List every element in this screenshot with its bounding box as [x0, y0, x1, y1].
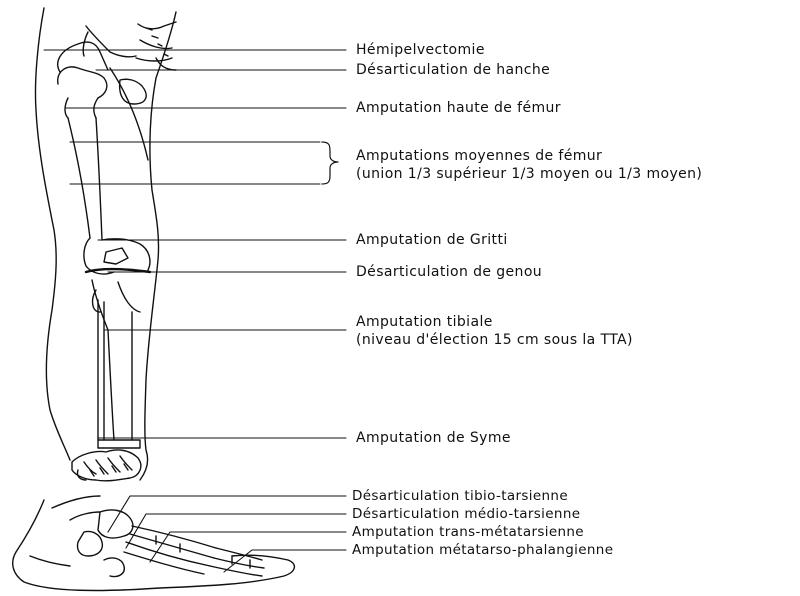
label-amputations-moyennes-note: (union 1/3 supérieur 1/3 moyen ou 1/3 mo…	[356, 166, 702, 182]
leader-lines	[44, 50, 346, 572]
pelvis-bone	[58, 22, 176, 104]
label-desarticulation-medio-tarsienne: Désarticulation médio-tarsienne	[352, 506, 580, 522]
tibia-fibula-bones	[92, 280, 140, 440]
femur-bone	[58, 67, 150, 274]
ankle-level-marker	[98, 440, 140, 448]
label-hemipelvectomie: Hémipelvectomie	[356, 42, 485, 58]
label-desarticulation-tibio-tarsienne: Désarticulation tibio-tarsienne	[352, 488, 568, 504]
label-amputation-metatarso-phalangienne: Amputation métatarso-phalangienne	[352, 542, 613, 558]
label-amputation-tibiale-note: (niveau d'élection 15 cm sous la TTA)	[356, 332, 633, 348]
lateral-foot-drawing	[13, 496, 295, 590]
leg-outline	[35, 8, 176, 480]
brace-icon	[322, 142, 338, 184]
label-amputation-trans-metatarsienne: Amputation trans-métatarsienne	[352, 524, 584, 540]
upper-foot-bones	[72, 450, 141, 481]
label-desarticulation-hanche: Désarticulation de hanche	[356, 62, 550, 78]
label-amputation-gritti: Amputation de Gritti	[356, 232, 508, 248]
label-amputation-haute-femur: Amputation haute de fémur	[356, 100, 561, 116]
label-desarticulation-genou: Désarticulation de genou	[356, 264, 542, 280]
label-amputations-moyennes-femur: Amputations moyennes de fémur	[356, 148, 602, 164]
label-amputation-tibiale: Amputation tibiale	[356, 314, 493, 330]
leader-metatarso-phalangienne	[224, 550, 346, 572]
label-amputation-syme: Amputation de Syme	[356, 430, 511, 446]
